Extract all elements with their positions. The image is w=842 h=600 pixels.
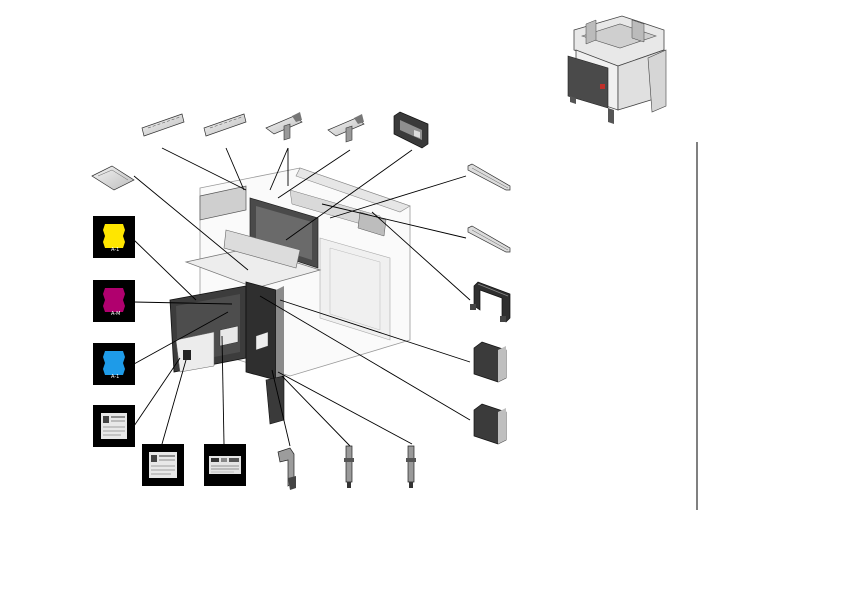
toner-mark: A-1 bbox=[111, 374, 119, 380]
caution-sticker-2 bbox=[142, 444, 184, 486]
handle-frame bbox=[470, 281, 511, 323]
toner-icon-cyan: A-1 bbox=[103, 351, 125, 380]
toner-label-cyan: A-1 bbox=[93, 343, 135, 385]
rail-bracket-1 bbox=[141, 113, 185, 137]
caution-sticker-1 bbox=[93, 405, 135, 447]
shaft-1 bbox=[344, 445, 354, 488]
shaft-2 bbox=[406, 445, 416, 488]
reference-thumbnail bbox=[567, 15, 667, 124]
side-panel-1 bbox=[473, 341, 507, 383]
side-rail-2 bbox=[467, 225, 511, 253]
side-panel-2 bbox=[473, 403, 507, 445]
front-lever bbox=[277, 447, 296, 490]
toner-mark: A-1 bbox=[111, 247, 119, 253]
leader-lines bbox=[133, 147, 471, 447]
toner-icon-yellow: A-1 bbox=[103, 224, 125, 253]
tray-plate bbox=[91, 165, 135, 191]
hinge-bracket-1 bbox=[265, 112, 303, 141]
side-rail-1 bbox=[467, 163, 511, 191]
spec-sticker-icon bbox=[209, 456, 241, 474]
rail-bracket-2 bbox=[203, 113, 247, 137]
toner-mark: A-M bbox=[111, 311, 120, 317]
toner-label-yellow: A-1 bbox=[93, 216, 135, 258]
toner-icon-magenta: A-M bbox=[103, 288, 125, 317]
rear-cover-plate bbox=[393, 111, 429, 149]
spec-sticker bbox=[204, 444, 246, 486]
caution-sticker-icon bbox=[101, 413, 127, 439]
hinge-bracket-2 bbox=[327, 114, 365, 143]
main-frame bbox=[169, 167, 411, 425]
toner-label-magenta: A-M bbox=[93, 280, 135, 322]
caution-sticker-icon bbox=[149, 452, 177, 478]
